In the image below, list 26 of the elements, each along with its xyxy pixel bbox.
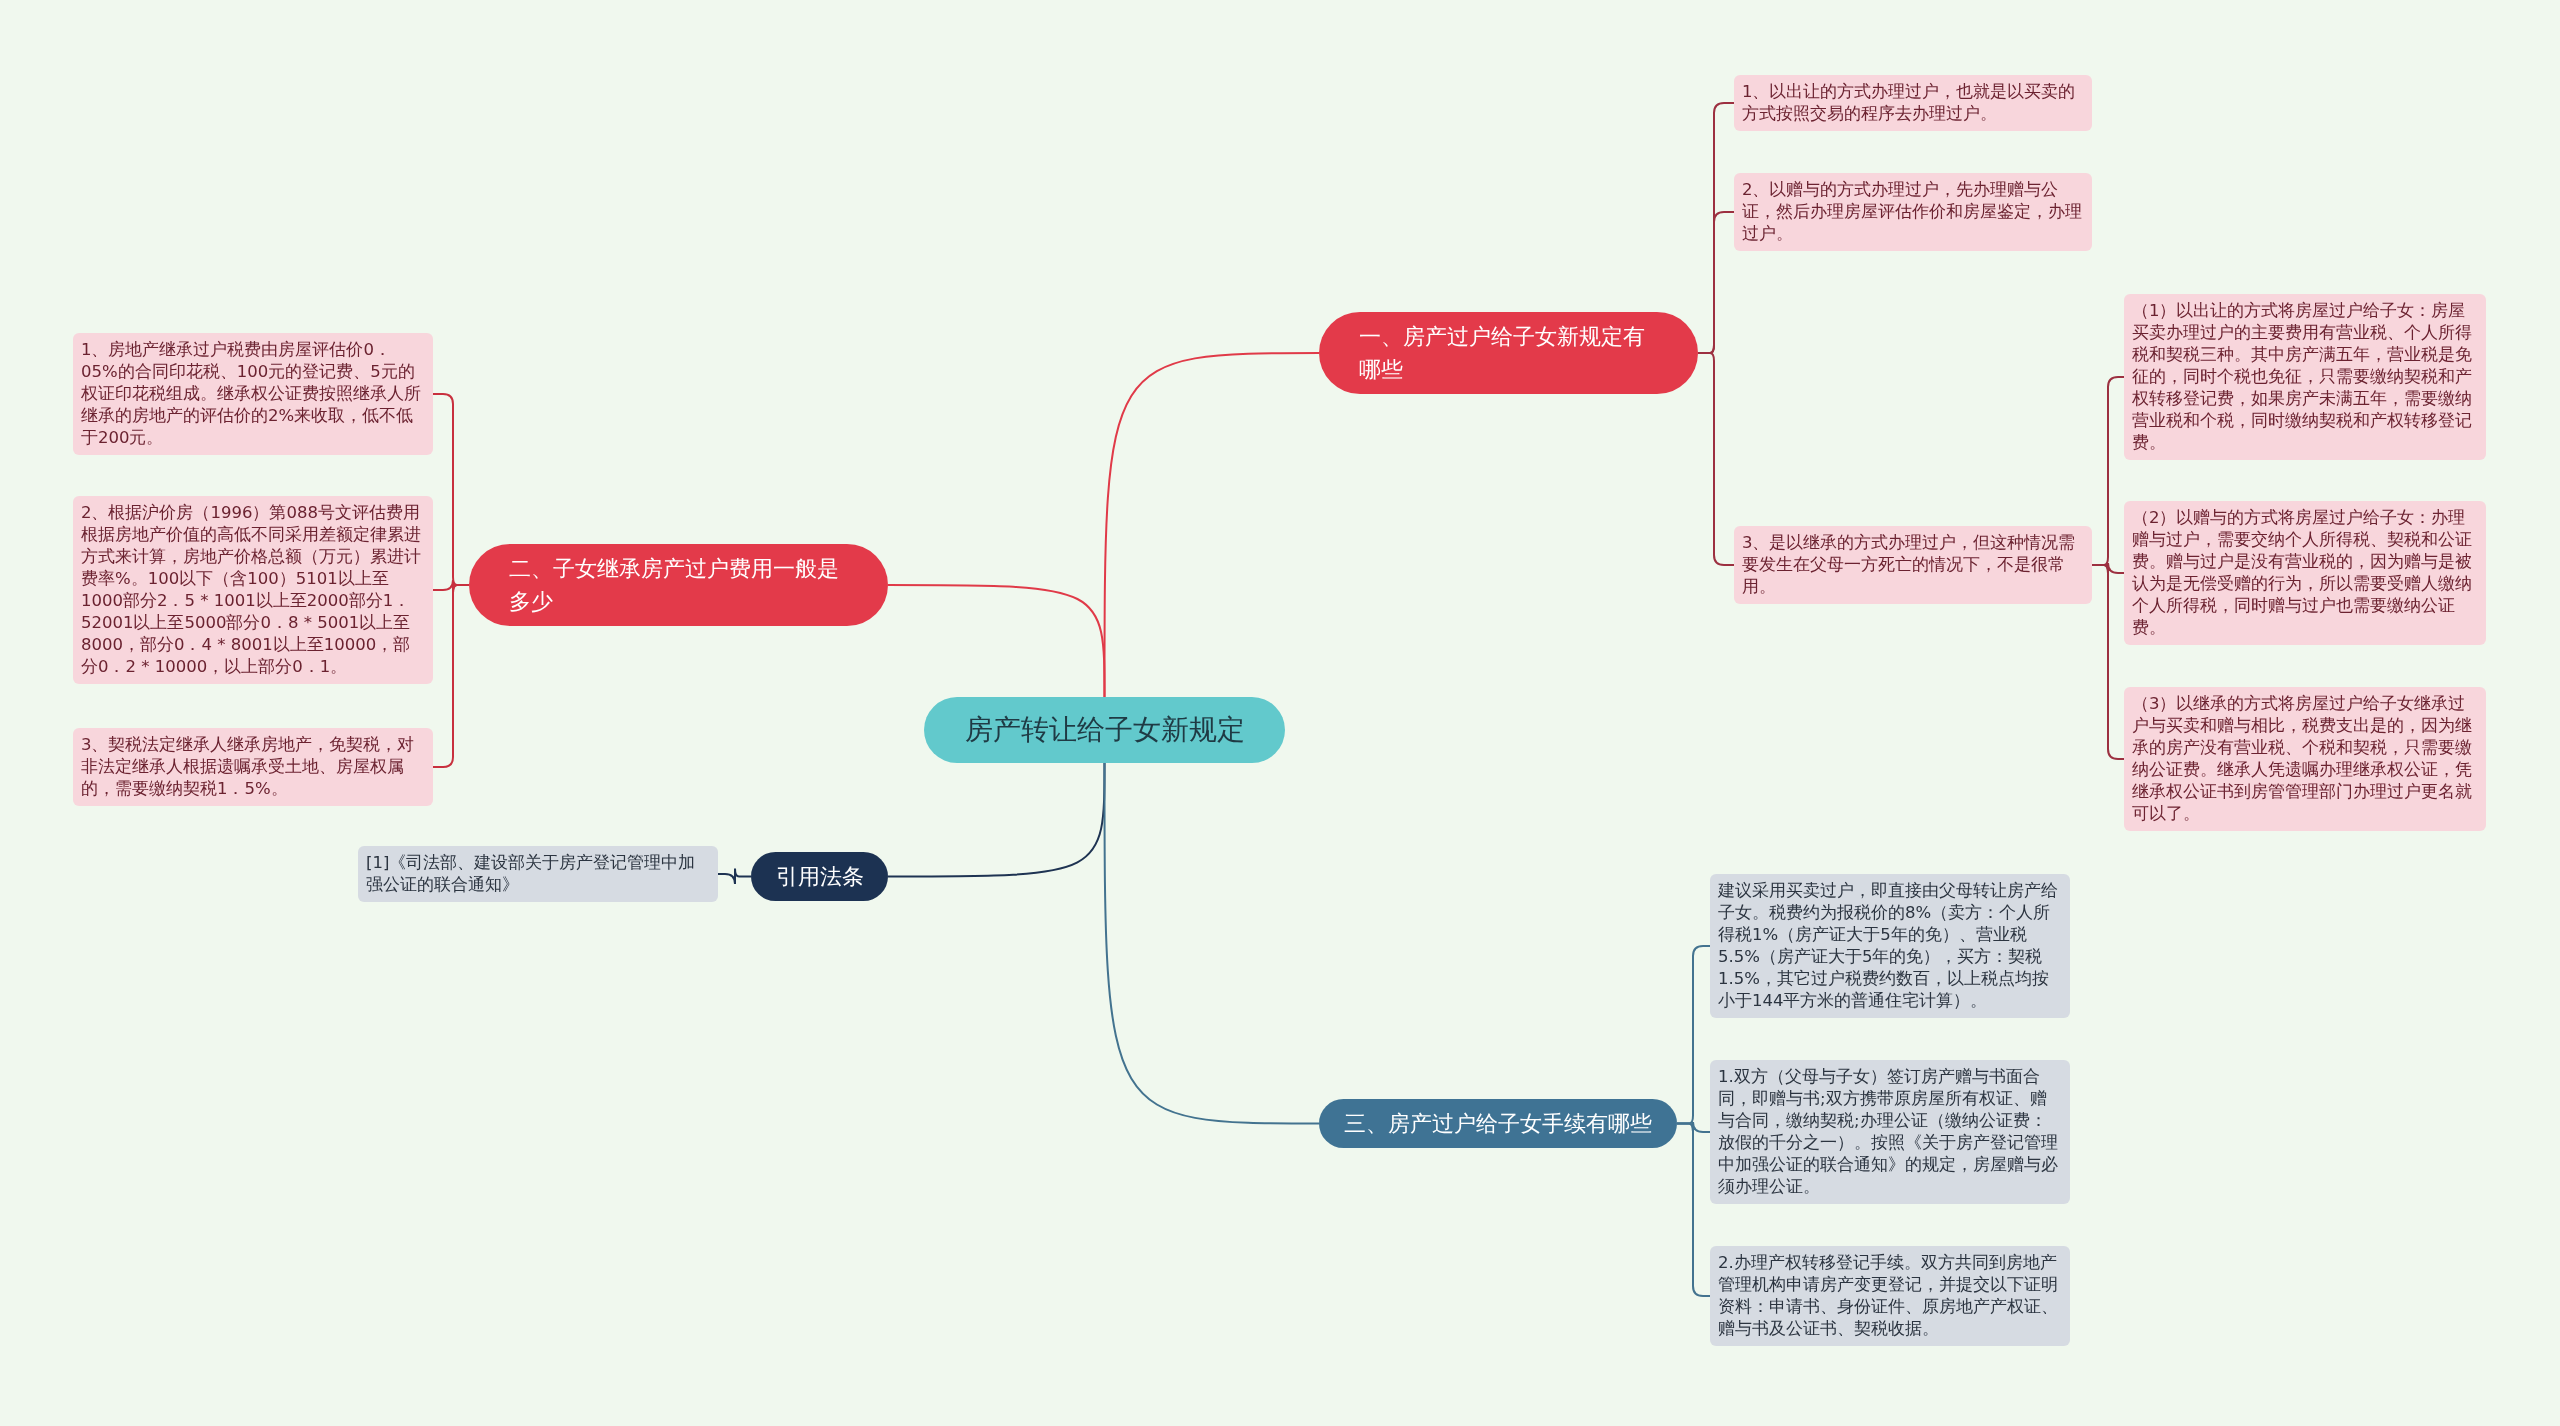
connector xyxy=(432,584,470,768)
connector xyxy=(1697,352,1735,566)
text-card: （2）以赠与的方式将房屋过户给子女：办理赠与过户，需要交纳个人所得税、契税和公证费。赠与过户是没有营业税的，因为赠与是被认为是无偿受赠的行为，所以需要受赠人缴纳个人所得税，同时赠与过户也需要缴纳公证费。 xyxy=(2124,501,2486,645)
text-card: [1]《司法部、建设部关于房产登记管理中加强公证的联合通知》 xyxy=(358,846,718,902)
text-card: 建议采用买卖过户，即直接由父母转让房产给子女。税费约为报税价的8%（卖方：个人所得税1%（房产证大于5年的免）、营业税5.5%（房产证大于5年的免），买方：契税1.5%，其它过户税费约数百，以上税点均按小于144平方米的普通住宅计算）。 xyxy=(1710,874,2070,1018)
text-card: （3）以继承的方式将房屋过户给子女继承过户与买卖和赠与相比，税费支出是的，因为继承的房产没有营业税、个税和契税，只需要缴纳公证费。继承人凭遗嘱办理继承权公证，凭继承权公证书到房管管理部门办理过户更名就可以了。 xyxy=(2124,687,2486,831)
text-card: 2、根据沪价房（1996）第088号文评估费用根据房地产价值的高低不同采用差额定律累进方式来计算，房地产价格总额（万元）累进计费率%。100以下（含100）5101以上至1000部分2．5 * 1001以上至2000部分1．52001以上至5000部分0．8 * 5001以上至8000，部分0．4 * 8001以上至10000，部分0．2 * 10000，以上部分0．1。 xyxy=(73,496,433,684)
text-card: 1.双方（父母与子女）签订房产赠与书面合同，即赠与书;双方携带原房屋所有权证、赠与合同，缴纳契税;办理公证（缴纳公证费：放假的千分之一）。按照《关于房产登记管理中加强公证的联合通知》的规定，房屋赠与必须办理公证。 xyxy=(1710,1060,2070,1204)
connector xyxy=(1103,352,1320,698)
text-card: 1、房地产继承过户税费由房屋评估价0．05%的合同印花税、100元的登记费、5元的权证印花税组成。继承权公证费按照继承人所继承的房地产的评估价的2%来收取，低不低于200元。 xyxy=(73,333,433,455)
text-card: 3、是以继承的方式办理过户，但这种情况需要发生在父母一方死亡的情况下，不是很常用。 xyxy=(1734,526,2092,604)
text-card: 2.办理产权转移登记手续。双方共同到房地产管理机构申请房产变更登记，并提交以下证明资料：申请书、身份证件、原房地产产权证、赠与书及公证书、契税收据。 xyxy=(1710,1246,2070,1346)
connector xyxy=(887,762,1106,878)
central-topic: 房产转让给子女新规定 xyxy=(924,697,1285,763)
branch-topic: 引用法条 xyxy=(751,852,888,901)
text-card: 3、契税法定继承人继承房地产，免契税，对非法定继承人根据遗嘱承受土地、房屋权属的，需要缴纳契税1．5%。 xyxy=(73,728,433,806)
text-card: 1、以出让的方式办理过户，也就是以买卖的方式按照交易的程序去办理过户。 xyxy=(1734,75,2092,131)
branch-topic: 二、子女继承房产过户费用一般是多少 xyxy=(469,544,888,626)
branch-topic: 三、房产过户给子女手续有哪些 xyxy=(1319,1099,1677,1148)
connector xyxy=(1103,762,1320,1125)
text-card: 2、以赠与的方式办理过户，先办理赠与公证，然后办理房屋评估作价和房屋鉴定，办理过户。 xyxy=(1734,173,2092,251)
text-card: （1）以出让的方式将房屋过户给子女：房屋买卖办理过户的主要费用有营业税、个人所得税和契税三种。其中房产满五年，营业税是免征的，同时个税也免征，只需要缴纳契税和产权转移登记费，如果房产未满五年，需要缴纳营业税和个税，同时缴纳契税和产权转移登记费。 xyxy=(2124,294,2486,460)
branch-topic: 一、房产过户给子女新规定有哪些 xyxy=(1319,312,1698,394)
connector xyxy=(1676,1122,1711,1297)
connector xyxy=(887,584,1106,698)
connector xyxy=(717,867,752,885)
